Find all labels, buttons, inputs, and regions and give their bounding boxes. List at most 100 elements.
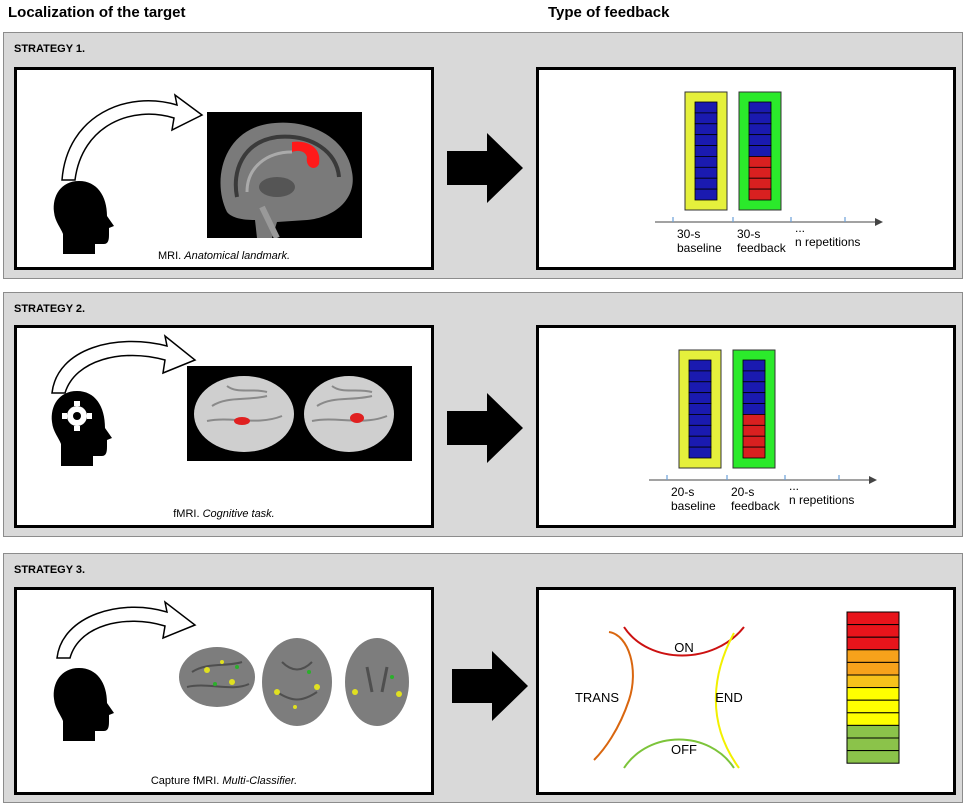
right-arrow-icon [447, 393, 523, 463]
meter-segment [846, 649, 900, 663]
feedback-segment [742, 359, 766, 372]
level-meter [846, 611, 900, 764]
strategy-3-localization-panel: Capture fMRI. Multi-Classifier. [14, 587, 434, 795]
head-gear-icon [51, 391, 112, 466]
meter-segment [846, 611, 900, 626]
feedback-segment [742, 414, 766, 426]
feedback-segment [742, 424, 766, 437]
localization-header: Localization of the target [8, 4, 186, 21]
state-transition-diagram: ON TRANS END OFF [575, 611, 900, 769]
baseline-segment [688, 381, 712, 394]
feedback-duration: 30-s [737, 227, 760, 241]
baseline-segment [694, 112, 718, 125]
baseline-segment [688, 392, 712, 404]
baseline-segment [688, 446, 712, 459]
repetitions-label: n repetitions [789, 493, 854, 507]
caption-main: Capture fMRI. [150, 775, 223, 787]
timeline-arrowhead [875, 218, 883, 226]
right-arrow-icon [452, 651, 528, 721]
baseline-segment [694, 156, 718, 168]
feedback-segment [748, 156, 772, 168]
curved-arrow-icon [61, 93, 204, 181]
brain-surface-image [187, 366, 412, 461]
caption-italic: Anatomical landmark. [184, 250, 291, 262]
feedback-label: feedback [737, 241, 787, 255]
meter-segment [846, 636, 900, 651]
caption-main: MRI. [157, 250, 185, 262]
end-arc [714, 632, 740, 769]
baseline-segment [694, 101, 718, 114]
strategy-1-localization-panel: MRI. Anatomical landmark. [14, 67, 434, 270]
brain-slices-image [179, 638, 409, 726]
feedback-segment [742, 446, 766, 459]
feedback-segment [748, 134, 772, 146]
strategy-2-localization-panel: fMRI. Cognitive task. [14, 325, 434, 528]
state-on-label: ON [674, 640, 694, 655]
feedback-segment [748, 145, 772, 157]
curved-arrow-icon [51, 334, 197, 394]
strategy-2-band: STRATEGY 2. fMRI. Cognitive [3, 292, 963, 537]
feedback-segment [748, 112, 772, 125]
caption-main: fMRI. [173, 508, 203, 520]
baseline-segment [694, 177, 718, 190]
baseline-label: baseline [671, 499, 716, 513]
caption-italic: Multi-Classifier. [222, 775, 298, 787]
meter-segment [846, 712, 900, 726]
off-arc [623, 738, 735, 769]
baseline-segment [688, 435, 712, 448]
baseline-segment [694, 188, 718, 201]
meter-segment [846, 737, 900, 752]
baseline-segment [694, 123, 718, 136]
ellipsis-label: ... [789, 479, 799, 493]
feedback-segment [742, 435, 766, 448]
strategy-3-caption: Capture fMRI. Multi-Classifier. [17, 775, 431, 787]
meter-segment [846, 724, 900, 739]
meter-segment [846, 624, 900, 638]
state-end-label: END [715, 690, 742, 705]
strategy-2-caption: fMRI. Cognitive task. [17, 508, 431, 520]
repetitions-label: n repetitions [795, 235, 860, 249]
baseline-segment [694, 145, 718, 157]
state-off-label: OFF [671, 742, 697, 757]
strategy-3-label: STRATEGY 3. [14, 564, 86, 576]
sagittal-mri-image [207, 112, 362, 240]
feedback-segment [742, 403, 766, 415]
feedback-segment [742, 381, 766, 394]
head-silhouette-icon [53, 181, 114, 254]
strategy-1-label: STRATEGY 1. [14, 43, 86, 55]
feedback-duration: 20-s [731, 485, 754, 499]
strategy-1-caption: MRI. Anatomical landmark. [17, 250, 431, 262]
caption-italic: Cognitive task. [202, 508, 275, 520]
feedback-segment [748, 177, 772, 190]
feedback-segment [742, 392, 766, 404]
state-trans-label: TRANS [575, 690, 619, 705]
baseline-segment [688, 424, 712, 437]
right-arrow-icon [447, 133, 523, 203]
feedback-segment [748, 101, 772, 114]
baseline-segment [688, 359, 712, 372]
trans-arc [593, 631, 634, 761]
strategy-2-label: STRATEGY 2. [14, 303, 86, 315]
feedback-header: Type of feedback [548, 4, 670, 21]
baseline-label: baseline [677, 241, 722, 255]
baseline-segment [694, 166, 718, 179]
feedback-label: feedback [731, 499, 781, 513]
curved-arrow-icon [56, 600, 197, 659]
meter-segment [846, 750, 900, 764]
baseline-segment [688, 370, 712, 383]
feedback-segment [742, 370, 766, 383]
meter-segment [846, 687, 900, 701]
baseline-duration: 30-s [677, 227, 700, 241]
feedback-segment [748, 188, 772, 201]
meter-segment [846, 661, 900, 676]
meter-segment [846, 674, 900, 689]
baseline-segment [688, 403, 712, 415]
feedback-segment [748, 123, 772, 136]
timeline-arrowhead [869, 476, 877, 484]
strategy-1-band: STRATEGY 1. MRI. Anatomical landmark. 30… [3, 32, 963, 279]
baseline-segment [694, 134, 718, 146]
